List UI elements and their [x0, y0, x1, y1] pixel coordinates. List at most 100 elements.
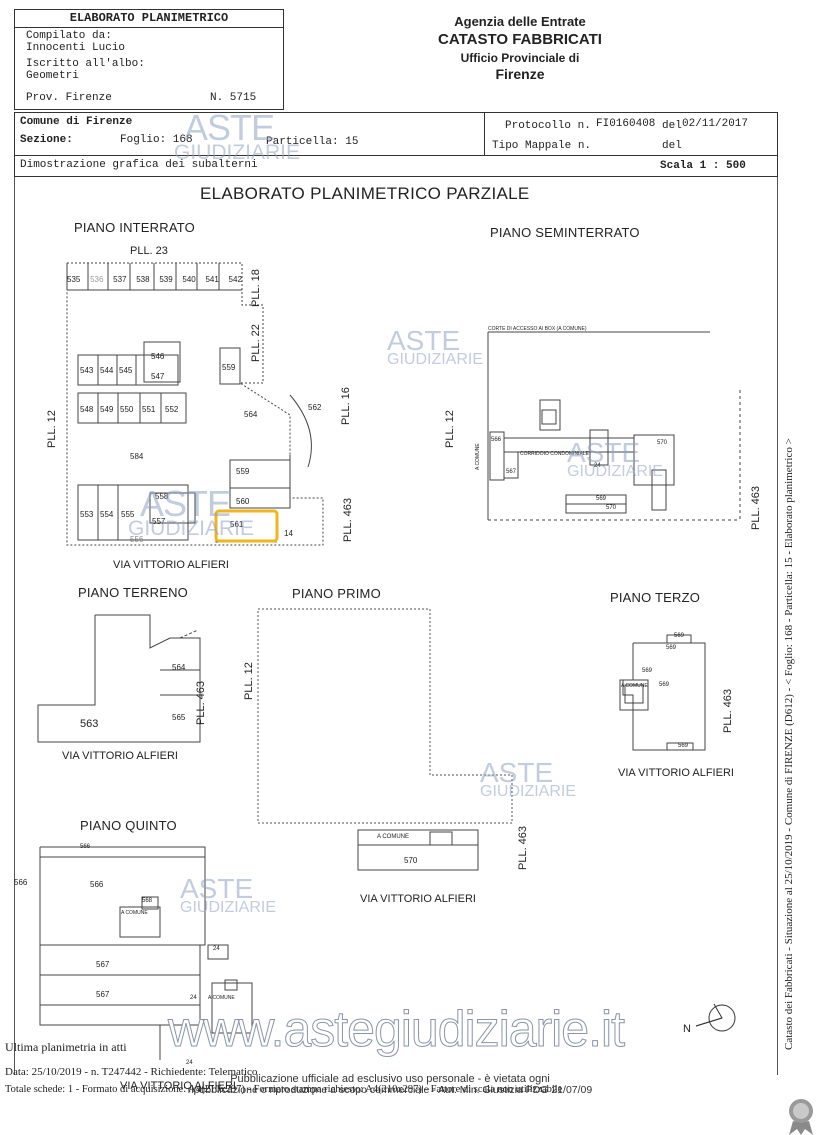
watermark-3: ASTE GIUDIZIARIE: [567, 437, 664, 481]
label-549: 549: [100, 405, 114, 414]
north-arrow-icon: [695, 1003, 736, 1032]
label-558: 558: [155, 492, 169, 501]
watermark-2-aste: ASTE: [387, 325, 461, 356]
agency-line3: Ufficio Provinciale di: [460, 51, 580, 65]
watermark-6-giud: GIUDIZIARIE: [180, 899, 277, 917]
terzo-569a: 569: [674, 633, 685, 639]
agency-line2: CATASTO FABBRICATI: [438, 31, 602, 48]
watermark-1-aste: ASTE: [184, 107, 275, 148]
box-541: 541: [205, 275, 219, 284]
header-left-box: [14, 9, 284, 110]
label-557: 557: [152, 517, 166, 526]
label-564: 564: [244, 410, 258, 419]
label-548: 548: [80, 405, 94, 414]
quinto-566c: 566: [90, 880, 104, 889]
primo-title: PIANO PRIMO: [292, 586, 381, 601]
comune-label: Comune di Firenze: [20, 116, 133, 128]
iscritto-label: Iscritto all'albo:: [26, 58, 145, 70]
terreno-565: 565: [172, 713, 186, 722]
quinto-566b: 566: [14, 878, 28, 887]
particella-label: Particella: 15: [266, 136, 359, 148]
interrato-pll-top: PLL. 23: [130, 245, 168, 257]
semi-24: 24: [594, 463, 601, 469]
terzo-569e: 569: [678, 743, 689, 749]
footer-data: Data: 25/10/2019 - n. T247442 - Richiede…: [5, 1066, 258, 1078]
terreno-564: 564: [172, 663, 186, 672]
interrato-boxes-top: 535 536 537 538 539 540 541 542: [67, 275, 242, 284]
watermark-2: ASTE GIUDIZIARIE: [387, 325, 484, 369]
watermark-site: www.astegiudiziarie.it: [168, 1001, 626, 1058]
quinto-568: 568: [142, 898, 153, 904]
terreno-street: VIA VITTORIO ALFIERI: [62, 750, 178, 762]
footer-pub-line1: Pubblicazione ufficiale ad esclusivo uso…: [230, 1073, 550, 1085]
watermark-5-aste: ASTE: [480, 757, 554, 788]
watermark-1: ASTE GIUDIZIARIE: [174, 107, 300, 163]
footer-totale: Totale schede: 1 - Formato di acquisizio…: [5, 1084, 563, 1095]
label-556: 556: [130, 535, 144, 544]
interrato-title: PIANO INTERRATO: [74, 220, 195, 235]
label-551: 551: [142, 405, 156, 414]
footer-pubblicazione: Pubblicazione ufficiale ad esclusivo uso…: [170, 1073, 610, 1097]
label-559a: 559: [222, 363, 236, 372]
north-label: N: [683, 1023, 691, 1035]
quinto-24a: 24: [213, 946, 220, 952]
info-box: [14, 112, 778, 177]
box-539: 539: [159, 275, 173, 284]
terreno-563: 563: [80, 718, 99, 730]
primo-acomune: A COMUNE: [377, 834, 410, 840]
header-left-title: ELABORATO PLANIMETRICO: [69, 11, 229, 25]
label-545: 545: [119, 366, 133, 375]
seminterrato-pll-463: PLL. 463: [750, 485, 762, 530]
header-divider: [14, 27, 284, 28]
agency-line4: Firenze: [495, 66, 545, 82]
seminterrato-title: PIANO SEMINTERRATO: [490, 225, 640, 240]
terzo-569c: 569: [642, 668, 653, 674]
box-535: 535: [67, 275, 81, 284]
sezione-label: Sezione:: [20, 134, 73, 146]
interrato-drawing: [66, 262, 324, 546]
main-title: ELABORATO PLANIMETRICO PARZIALE: [200, 184, 530, 203]
seal-icon: [789, 1099, 813, 1135]
seminterrato-corridoio: CORRIDOIO CONDOMINIALE: [520, 451, 589, 457]
watermark-6-aste: ASTE: [180, 873, 254, 904]
label-560: 560: [236, 497, 250, 506]
tipo-del: del: [662, 140, 682, 152]
watermark-2-giud: GIUDIZIARIE: [387, 351, 484, 369]
watermark-5-giud: GIUDIZIARIE: [480, 783, 577, 801]
quinto-acomune2: A COMUNE: [208, 995, 235, 1001]
watermark-3-giud: GIUDIZIARIE: [567, 463, 664, 481]
box-537: 537: [113, 275, 127, 284]
quinto-567a: 567: [96, 960, 110, 969]
prov-number: N. 5715: [210, 92, 257, 104]
terzo-drawing: [619, 634, 706, 751]
label-554: 554: [100, 510, 114, 519]
label-14: 14: [284, 529, 293, 538]
info-vdivider: [484, 112, 485, 155]
tipo-mappale: Tipo Mappale n.: [492, 140, 592, 152]
terzo-pll-463: PLL. 463: [722, 688, 734, 733]
agency-block: Agenzia delle Entrate CATASTO FABBRICATI…: [400, 14, 640, 82]
terreno-pll-463: PLL. 463: [195, 680, 207, 725]
compilato-value: Innocenti Lucio: [26, 42, 126, 54]
dimostrazione-label: Dimostrazione grafica dei subalterni: [20, 159, 258, 171]
seminterrato-acomune: A COMUNE: [475, 443, 481, 470]
terzo-title: PIANO TERZO: [610, 590, 701, 605]
quinto-street: VIA VITTORIO ALFIERI: [120, 1080, 236, 1092]
highlight-561: [214, 509, 279, 543]
semi-567: 567: [506, 469, 517, 475]
label-547: 547: [151, 372, 165, 381]
label-544: 544: [100, 366, 114, 375]
iscritto-value: Geometri: [26, 70, 79, 82]
watermark-4-aste: ASTE: [140, 483, 231, 524]
interrato-street: VIA VITTORIO ALFIERI: [113, 559, 229, 571]
interrato-pll-16: PLL. 16: [340, 387, 352, 425]
interrato-pll-18: PLL. 18: [250, 269, 262, 307]
terreno-drawing: [37, 614, 201, 743]
primo-570: 570: [404, 856, 418, 865]
watermark-1-giud: GIUDIZIARIE: [174, 141, 301, 165]
info-divider: [14, 155, 778, 156]
watermark-3-aste: ASTE: [567, 437, 641, 468]
label-543: 543: [80, 366, 94, 375]
label-550: 550: [120, 405, 134, 414]
footer-pub-line2: ripubblicazione o riproduzione a scopo c…: [187, 1084, 593, 1097]
